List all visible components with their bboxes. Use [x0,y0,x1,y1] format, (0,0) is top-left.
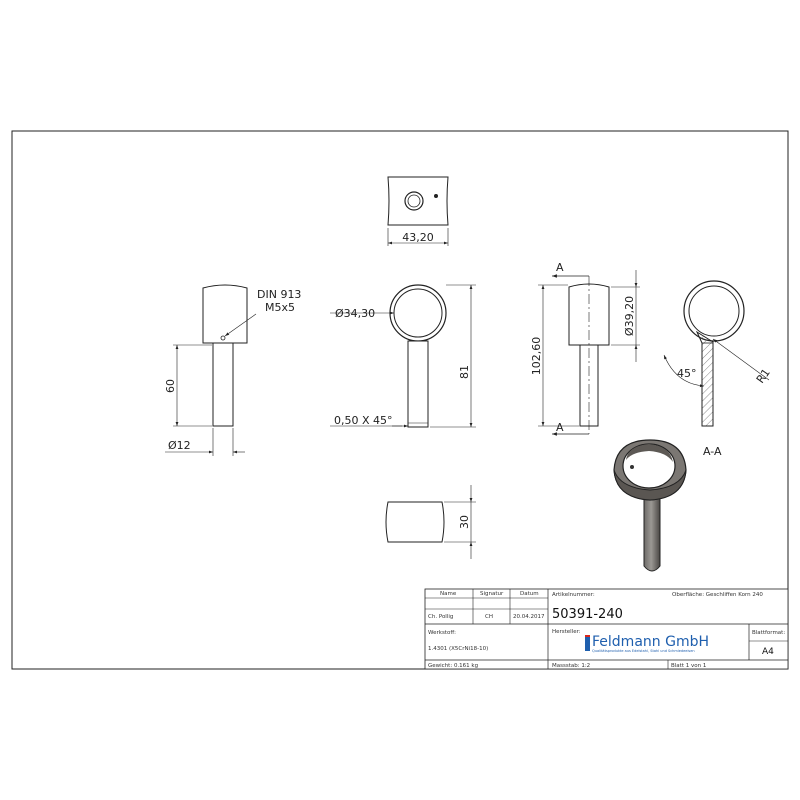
isometric-3d-view [613,439,687,572]
tb-oberflaeche: Oberfläche: Geschliffen Korn 240 [672,592,763,598]
dim-diameter-39: Ø39,20 [623,296,636,336]
tb-col-name: Name [440,591,457,597]
dim-chamfer: 0,50 X 45° [334,414,393,427]
dim-length-102: 102,60 [530,337,543,376]
bottom-view: 30 [385,485,476,559]
tb-blatt: Blatt 1 von 1 [671,663,706,669]
right-side-view: A A 102,60 Ø39,20 [530,261,640,436]
feldmann-logo: Feldmann GmbH Qualitätsprodukte aus Edel… [585,634,709,653]
dim-height-30: 30 [458,515,471,529]
label-din-913: DIN 913 [257,288,301,301]
tb-artikel-label: Artikelnummer: [552,592,595,598]
drawing-frame [11,130,789,670]
company-subtitle: Qualitätsprodukte aus Edelstahl, Stahl u… [592,649,695,653]
tb-col-datum: Datum [520,591,539,597]
section-a-a-view: 45° R1 A-A [663,280,773,458]
title-block: Name Signatur Datum Ch. Pollig CH 20.04.… [424,588,789,670]
dim-length-81: 81 [458,365,471,379]
dim-diameter-34: Ø34,30 [335,307,375,320]
left-side-view: DIN 913 M5x5 60 Ø12 [164,284,301,456]
dim-angle-45: 45° [677,367,697,380]
label-screw-m5x5: M5x5 [265,301,295,314]
tb-col-signatur: Signatur [480,591,504,597]
dim-radius-r1: R1 [754,366,773,385]
tb-datum-value: 20.04.2017 [513,614,545,620]
tb-artikel-value: 50391-240 [552,607,623,622]
tb-werkstoff-label: Werkstoff: [428,630,456,636]
dim-width-43: 43,20 [402,231,434,244]
tb-name-value: Ch. Pollig [428,614,453,620]
tb-massstab: Massstab: 1:2 [552,663,590,669]
tb-blattformat-label: Blattformat: [752,630,785,636]
front-view: Ø34,30 81 0,50 X 45° [330,284,476,428]
tb-blattformat-value: A4 [762,647,774,657]
section-marker-bottom: A [556,421,564,434]
tb-werkstoff-value: 1.4301 (X5CrNi18-10) [428,646,488,652]
tb-signatur-value: CH [485,614,493,620]
company-name: Feldmann GmbH [592,634,709,650]
top-view: 43,20 [387,176,449,246]
tb-gewicht: Gewicht: 0.161 kg [428,663,478,669]
dim-diameter-12: Ø12 [168,439,191,452]
dim-length-60: 60 [164,379,177,393]
tb-hersteller: Hersteller: [552,629,581,635]
section-label: A-A [703,445,722,458]
section-marker-top: A [556,261,564,274]
